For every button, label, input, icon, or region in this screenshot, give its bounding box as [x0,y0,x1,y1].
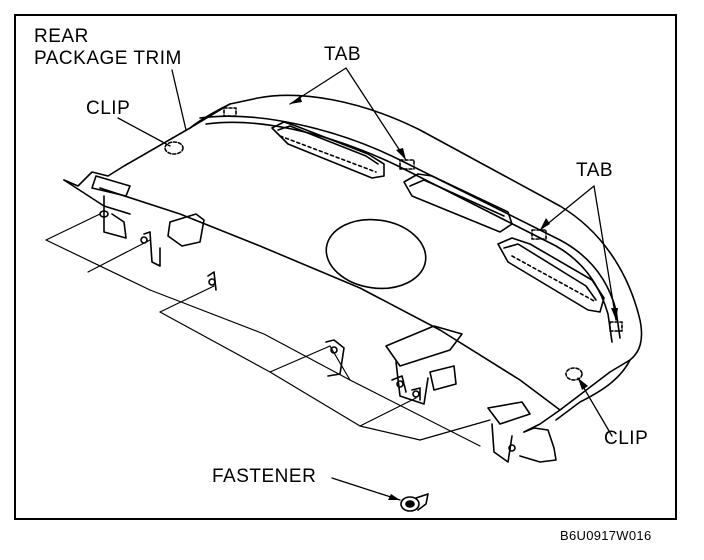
diagram-frame [14,14,677,520]
clip-tab-markers [164,107,623,381]
leader-arrowheads [290,96,618,500]
fastener-part [400,493,429,512]
tab-label-right: TAB [576,160,614,181]
tab-label-top: TAB [324,44,362,65]
leader-lines [117,67,617,501]
vent-openings [271,121,605,313]
clip-label-left: CLIP [86,98,131,119]
clip-label-right: CLIP [604,428,649,449]
rear-package-trim-label-line2: PACKAGE TRIM [34,48,182,69]
underside-brackets [91,175,531,463]
figure-code: B6U0917W016 [560,528,652,543]
rear-package-trim-label-line1: REAR [34,26,89,47]
fastener-label: FASTENER [212,466,317,487]
speaker-hole [325,218,427,290]
projection-lines [45,213,491,447]
